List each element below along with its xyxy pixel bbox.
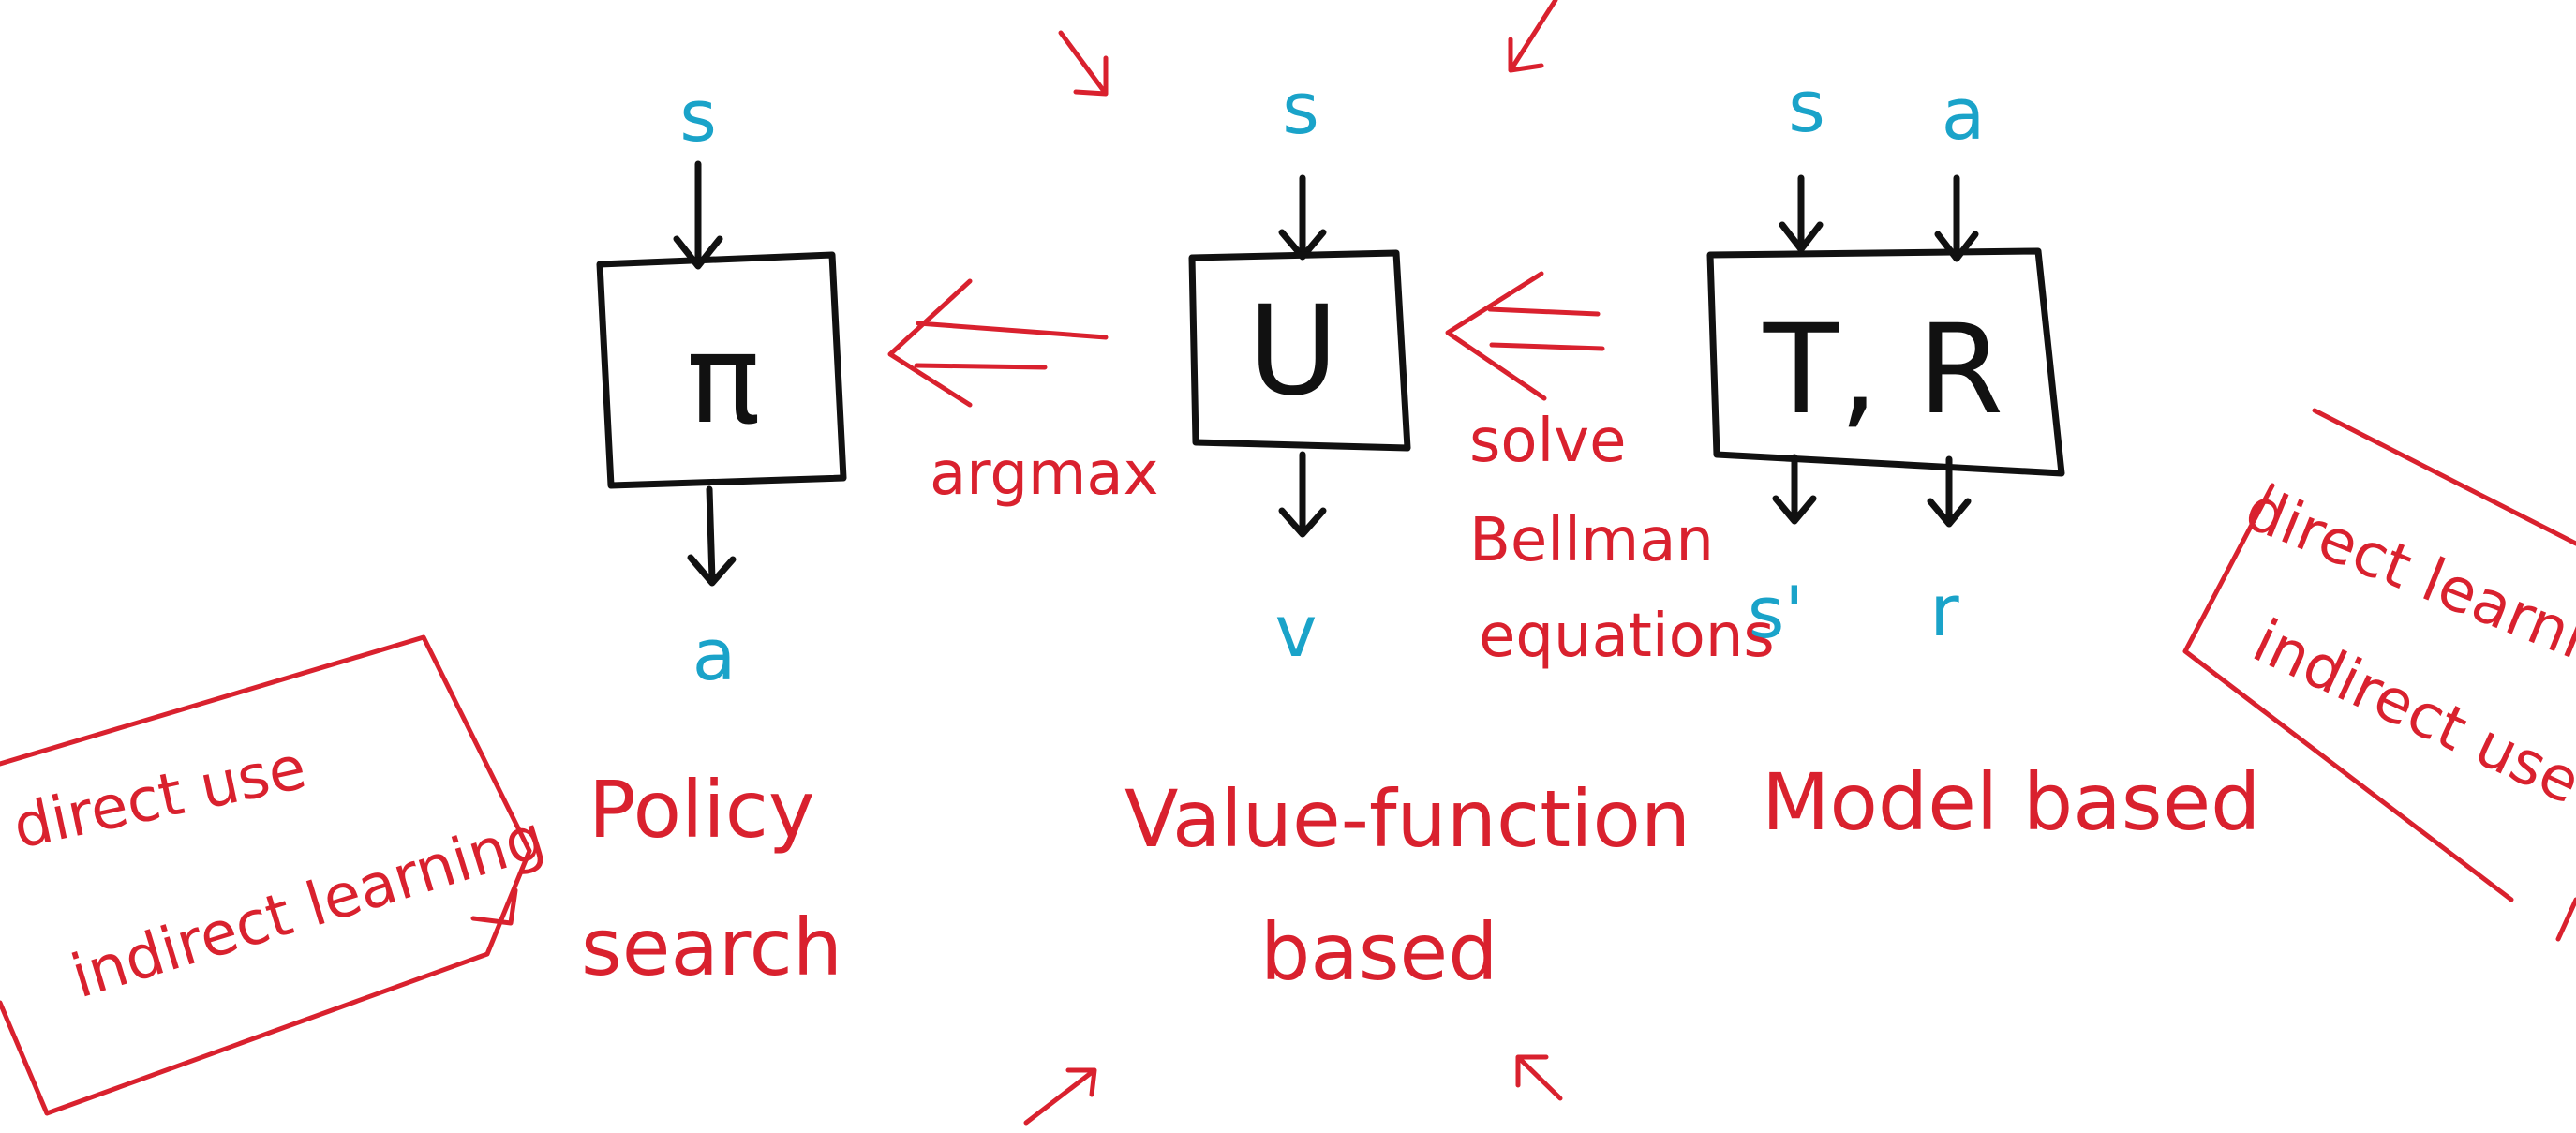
right-note-box — [2182, 408, 2576, 942]
bellman-label-line2: Bellman — [1469, 506, 1714, 575]
model-output-r-label: r — [1929, 569, 1959, 652]
argmax-label: argmax — [930, 440, 1158, 509]
pointer-arrow-bottom-right — [1515, 1054, 1563, 1101]
bellman-label-line1: solve — [1469, 407, 1627, 476]
model-output-s-arrow — [1772, 454, 1817, 525]
value-input-label: s — [1282, 67, 1319, 150]
value-box — [1188, 249, 1411, 452]
left-note-box — [0, 634, 532, 1116]
bellman-label-line3: equations — [1479, 602, 1775, 671]
left-note-line1: direct use — [7, 733, 312, 862]
left-note-arrow — [470, 887, 518, 926]
pointer-arrow-top-right — [1508, 0, 1558, 73]
model-input-s-label: s — [1788, 65, 1825, 148]
bellman-double-arrow — [1445, 271, 1605, 401]
model-block: s a T, R s' r Model based — [1706, 65, 2260, 848]
policy-output-arrow — [687, 485, 737, 587]
policy-approach-label-line2: search — [581, 902, 842, 993]
value-output-label: v — [1275, 589, 1318, 673]
value-box-symbol: U — [1248, 279, 1339, 424]
policy-box — [596, 251, 847, 489]
model-box-symbol: T, R — [1763, 298, 2003, 442]
policy-box-symbol: π — [686, 307, 760, 452]
model-box — [1706, 247, 2065, 477]
value-approach-label-line2: based — [1260, 906, 1498, 998]
model-approach-label: Model based — [1762, 756, 2260, 848]
policy-block: s π a Policy search — [581, 74, 847, 993]
policy-output-label: a — [692, 613, 737, 696]
value-input-arrow — [1278, 174, 1327, 261]
left-note: direct use indirect learning — [0, 634, 553, 1116]
policy-input-label: s — [679, 74, 717, 157]
pointer-arrow-bottom-left — [1023, 1067, 1097, 1126]
model-input-s-arrow — [1779, 174, 1824, 253]
right-note: direct learning indirect use — [2182, 408, 2576, 942]
value-approach-label-line1: Value-function — [1124, 773, 1690, 865]
model-input-a-label: a — [1942, 72, 1986, 156]
model-output-s-label: s' — [1748, 571, 1805, 654]
value-function-block: s U v Value-function based — [1124, 67, 1690, 998]
value-output-arrow — [1278, 451, 1327, 538]
argmax-double-arrow — [887, 278, 1109, 408]
policy-approach-label-line1: Policy — [588, 764, 815, 856]
model-output-r-arrow — [1927, 455, 1972, 528]
model-input-a-arrow — [1934, 174, 1979, 262]
pointer-arrow-top-left — [1058, 30, 1109, 97]
policy-input-arrow — [673, 160, 723, 270]
